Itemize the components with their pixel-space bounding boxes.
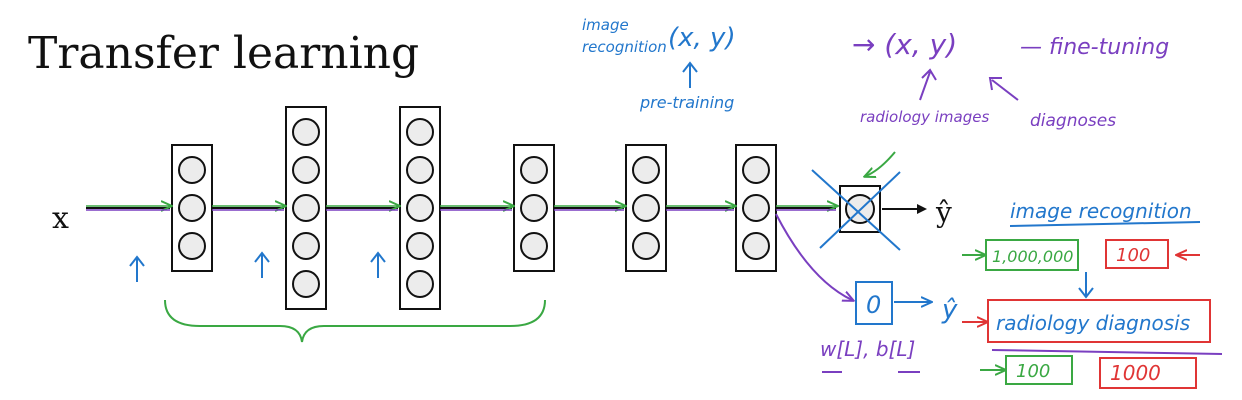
count-1m: 1,000,000	[992, 247, 1073, 266]
neuron	[178, 156, 206, 184]
neuron	[292, 156, 320, 184]
hidden-layer-1	[171, 144, 213, 272]
hidden-layer-4	[513, 144, 555, 272]
neuron	[520, 156, 548, 184]
radiology-images-note: radiology images	[860, 108, 989, 126]
new-weights-label: w[L], b[L]	[820, 337, 915, 361]
frozen-layers-brace	[164, 299, 546, 343]
neuron	[292, 118, 320, 146]
top-xy: (x, y)	[668, 23, 736, 53]
up-arrow-3	[370, 251, 386, 278]
forward-pass-lines	[86, 206, 852, 300]
neuron	[632, 156, 660, 184]
blue-up-arrows	[129, 251, 386, 282]
count-100-green: 100	[1016, 361, 1050, 382]
diagnosis-underline	[991, 349, 1223, 355]
new-branch-line	[775, 213, 852, 300]
image-recognition-heading: image recognition	[1010, 199, 1192, 223]
neuron	[406, 118, 434, 146]
neuron	[742, 194, 770, 222]
new-output-yhat: ŷ	[941, 295, 958, 325]
up-arrow-1	[129, 255, 145, 282]
diagnoses-up-arrow	[988, 77, 1019, 101]
box-100-red	[1105, 239, 1169, 269]
slide-title: Transfer learning	[28, 28, 419, 79]
new-output-node: 0	[855, 281, 930, 325]
neuron	[632, 194, 660, 222]
neuron	[292, 232, 320, 260]
hidden-layer-6	[735, 144, 777, 272]
neuron	[406, 156, 434, 184]
neuron	[292, 194, 320, 222]
neuron	[742, 232, 770, 260]
hidden-layer-3	[399, 106, 441, 310]
neuron	[406, 270, 434, 298]
down-arrow-to-diagnosis	[1078, 272, 1094, 299]
finetune-xy: → (x, y)	[852, 28, 957, 61]
original-output-node	[811, 169, 927, 251]
pretraining-up-arrow	[682, 61, 698, 88]
count-1000-red: 1000	[1110, 361, 1161, 385]
neuron	[178, 194, 206, 222]
pretraining-note: pre-training	[639, 93, 734, 112]
radiology-diagnosis-label: radiology diagnosis	[996, 311, 1190, 335]
up-arrow-2	[254, 251, 270, 278]
top-note-line2: recognition	[582, 38, 667, 56]
count-100-red: 100	[1116, 245, 1150, 266]
neuron	[178, 232, 206, 260]
neuron	[632, 232, 660, 260]
input-x-label: x	[52, 201, 69, 236]
neuron	[406, 194, 434, 222]
image-recognition-underline	[1009, 221, 1201, 227]
box-1m	[985, 239, 1079, 271]
neuron	[292, 270, 320, 298]
box-1000-red	[1099, 357, 1197, 389]
radiology-up-arrow	[919, 68, 937, 101]
top-note-line1: image	[582, 16, 629, 34]
diagnoses-note: diagnoses	[1030, 111, 1116, 131]
radiology-diagnosis-box	[987, 299, 1211, 343]
neuron	[742, 156, 770, 184]
box-100-green	[1005, 355, 1073, 385]
finetuning-note: — fine-tuning	[1020, 35, 1169, 60]
neuron	[406, 232, 434, 260]
hidden-layer-2	[285, 106, 327, 310]
neuron	[520, 232, 548, 260]
neuron	[520, 194, 548, 222]
radiology-pointer-arrow	[866, 151, 896, 176]
new-node-label: 0	[866, 291, 881, 319]
network-layers	[171, 106, 777, 310]
hidden-layer-5	[625, 144, 667, 272]
original-output-yhat: ŷ	[935, 196, 952, 229]
